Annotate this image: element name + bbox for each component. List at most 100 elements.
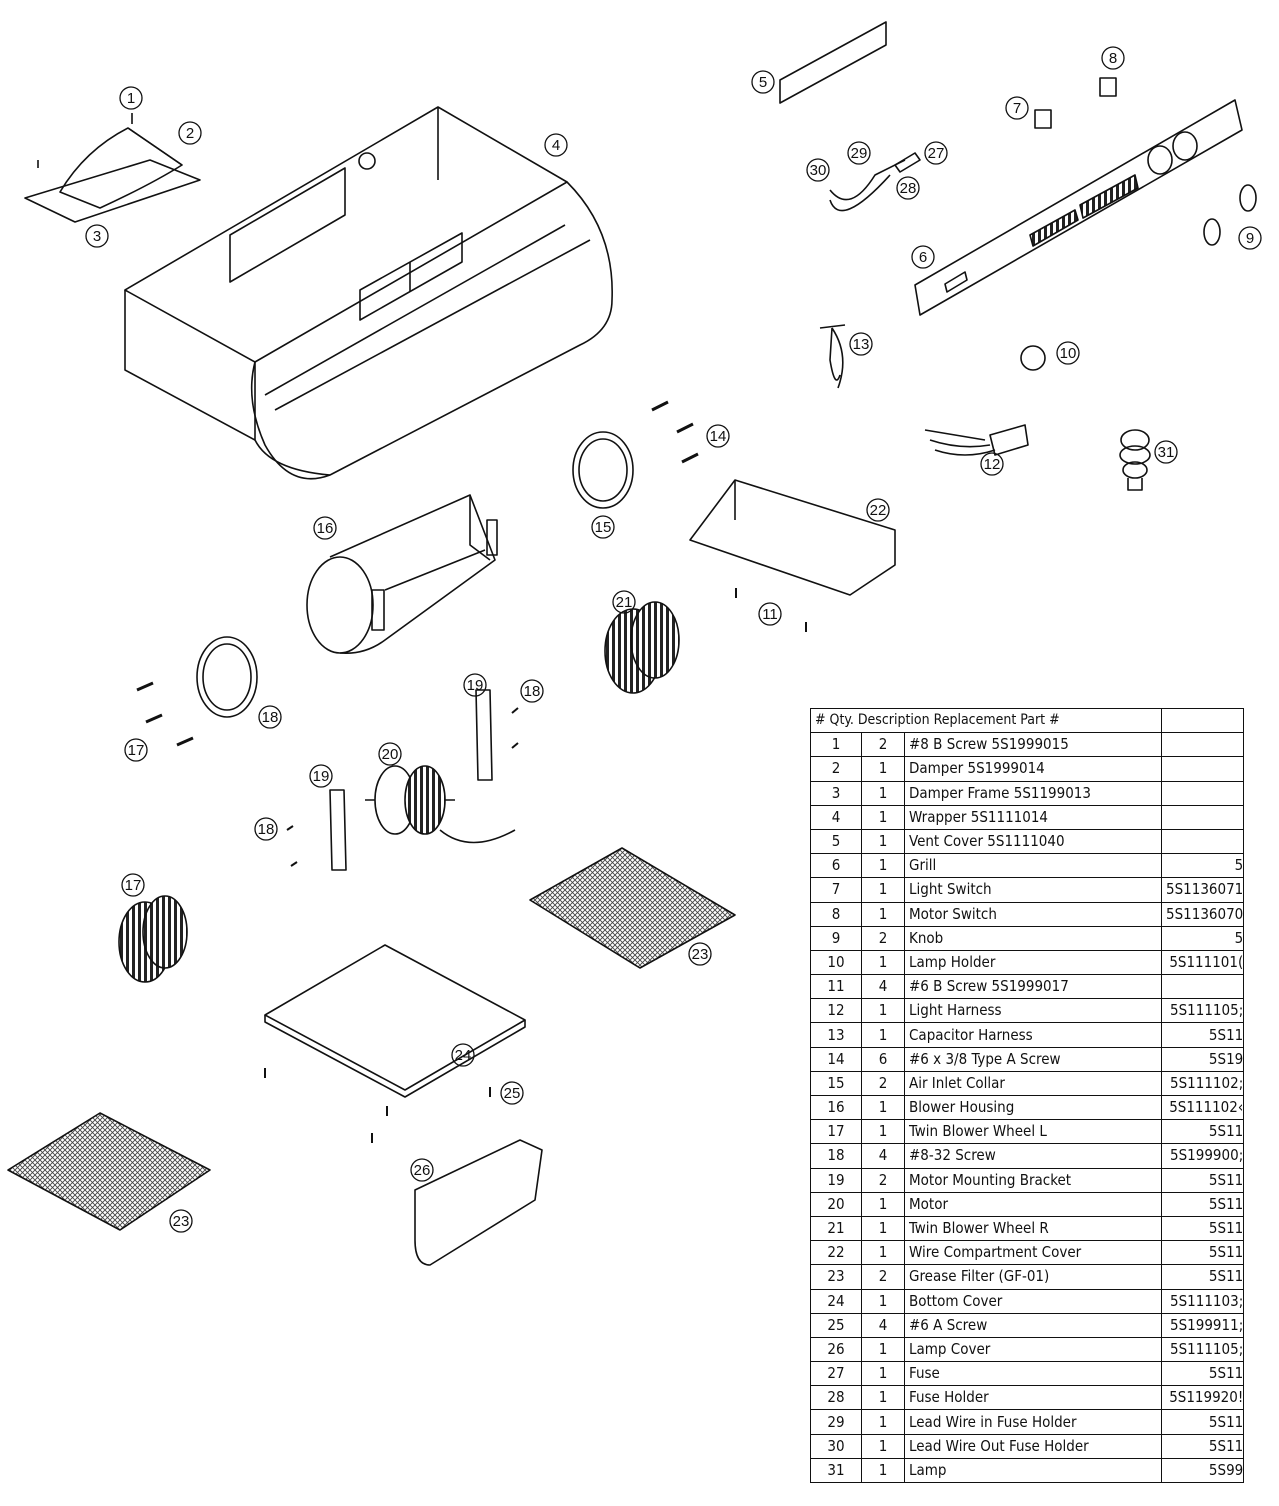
replacement-part-number: 5S11	[1160, 1361, 1245, 1387]
part-number: 2	[810, 756, 862, 782]
part-number: 6	[810, 853, 862, 879]
callout-11: 11	[758, 602, 782, 626]
svg-text:7: 7	[1013, 100, 1021, 117]
svg-text:8: 8	[1109, 50, 1117, 67]
callout-25: 25	[500, 1081, 524, 1105]
part-description: Lead Wire in Fuse Holder	[904, 1409, 1162, 1435]
callout-18: 18	[520, 679, 544, 703]
replacement-part-number: 5S11	[1160, 1119, 1245, 1145]
part-description: Capacitor Harness	[904, 1022, 1162, 1048]
svg-text:19: 19	[467, 677, 484, 694]
svg-text:20: 20	[382, 746, 399, 763]
part-number: 19	[810, 1167, 862, 1193]
callout-23: 23	[688, 942, 712, 966]
part-qty: 1	[861, 1022, 905, 1048]
part-qty: 2	[861, 732, 905, 758]
part-number: 10	[810, 949, 862, 976]
svg-text:5: 5	[759, 74, 767, 91]
damper-assembly	[24, 113, 201, 223]
motor-switch	[1099, 77, 1117, 97]
part-qty: 4	[861, 1312, 905, 1338]
part-description: #8 B Screw 5S1999015	[904, 732, 1162, 758]
part-number: 21	[810, 1215, 862, 1242]
replacement-part-number: 5S111105;	[1160, 998, 1245, 1024]
svg-text:6: 6	[919, 249, 927, 266]
callout-18: 18	[258, 705, 282, 729]
part-description: Fuse	[904, 1361, 1162, 1387]
part-qty: 1	[861, 1336, 905, 1363]
replacement-part-number: 5S1136071	[1160, 877, 1245, 903]
part-qty: 1	[861, 1119, 905, 1145]
table-header-row: # Qty. Description Replacement Part #	[810, 707, 1245, 734]
callout-31: 31	[1154, 440, 1178, 464]
callout-27: 27	[924, 141, 948, 165]
wire-compartment-cover	[689, 479, 896, 596]
part-number: 14	[810, 1046, 862, 1072]
svg-text:30: 30	[810, 162, 827, 179]
part-description: Light Switch	[904, 877, 1162, 903]
replacement-part-number	[1160, 756, 1245, 782]
part-qty: 1	[861, 1361, 905, 1387]
part-number: 13	[810, 1022, 862, 1048]
replacement-part-number: 5S99	[1160, 1457, 1245, 1484]
part-description: Knob	[904, 925, 1162, 951]
part-number: 24	[810, 1288, 862, 1314]
part-number: 4	[810, 804, 862, 830]
air-inlet-collar	[572, 431, 634, 509]
callout-1: 1	[119, 86, 143, 110]
part-qty: 1	[861, 853, 905, 879]
part-qty: 1	[861, 804, 905, 830]
svg-text:17: 17	[125, 877, 142, 894]
callout-23: 23	[169, 1209, 193, 1233]
part-description: Wrapper 5S1111014	[904, 804, 1162, 830]
svg-text:27: 27	[928, 145, 945, 162]
part-qty: 1	[861, 1191, 905, 1217]
part-qty: 1	[861, 949, 905, 976]
part-number: 29	[810, 1409, 862, 1435]
part-number: 22	[810, 1240, 862, 1266]
svg-text:19: 19	[313, 768, 330, 785]
grill	[914, 99, 1243, 316]
part-qty: 1	[861, 1288, 905, 1314]
part-qty: 1	[861, 828, 905, 855]
part-qty: 1	[861, 1240, 905, 1266]
part-number: 8	[810, 901, 862, 927]
blower-housing	[306, 494, 498, 655]
svg-text:23: 23	[173, 1213, 190, 1230]
svg-text:12: 12	[984, 456, 1001, 473]
replacement-part-number: 5S11	[1160, 1191, 1245, 1217]
svg-text:4: 4	[552, 137, 560, 154]
part-qty: 6	[861, 1046, 905, 1072]
part-qty: 1	[861, 1094, 905, 1121]
svg-text:10: 10	[1060, 345, 1077, 362]
part-qty: 1	[861, 1409, 905, 1435]
part-description: Light Harness	[904, 998, 1162, 1024]
part-qty: 4	[861, 1143, 905, 1169]
hood-wrapper	[124, 106, 613, 480]
replacement-part-number: 5S199900;	[1160, 1143, 1245, 1169]
part-description: Vent Cover 5S1111040	[904, 828, 1162, 855]
blower-wheel-right	[604, 601, 680, 694]
svg-text:18: 18	[262, 709, 279, 726]
part-number: 31	[810, 1457, 862, 1484]
capacitor-harness	[819, 324, 846, 389]
part-description: Lamp	[904, 1457, 1162, 1484]
part-qty: 1	[861, 756, 905, 782]
replacement-part-number: 5S111105;	[1160, 1336, 1245, 1363]
part-number: 30	[810, 1433, 862, 1459]
bottom-cover	[264, 944, 526, 1091]
part-number: 5	[810, 828, 862, 855]
part-description: Blower Housing	[904, 1094, 1162, 1121]
knob	[1203, 218, 1221, 246]
part-description: Lamp Holder	[904, 949, 1162, 976]
svg-text:23: 23	[692, 946, 709, 963]
